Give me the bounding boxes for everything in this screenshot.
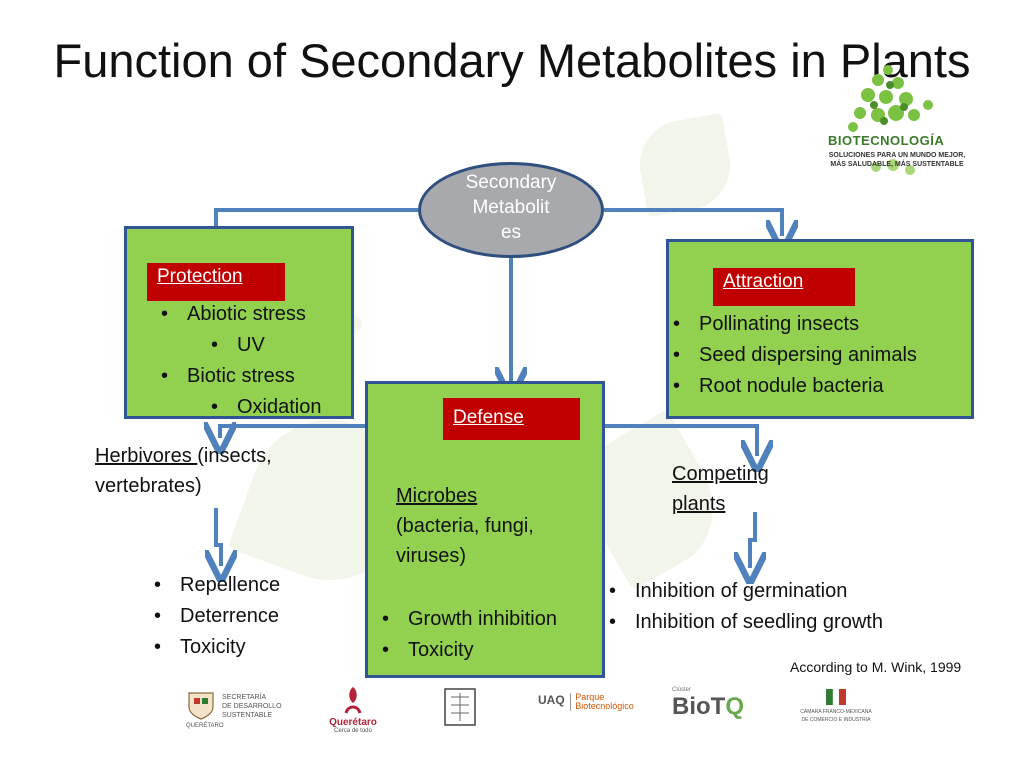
attraction-list: Pollinating insects Seed dispersing anim… bbox=[661, 309, 971, 402]
microbes-text: Microbes (bacteria, fungi, viruses) bbox=[396, 481, 596, 571]
secretaria-text: SECRETARÍA DE DESARROLLO SUSTENTABLE bbox=[222, 693, 292, 720]
competing-effects-list: Inhibition of germination Inhibition of … bbox=[597, 576, 957, 638]
citation: According to M. Wink, 1999 bbox=[790, 659, 961, 675]
herbivores-effects-list: Repellence Deterrence Toxicity bbox=[142, 570, 342, 663]
list-item: Deterrence bbox=[142, 601, 342, 632]
list-item: Toxicity bbox=[370, 635, 610, 666]
queretaro-shield-logo: QUERÉTARO bbox=[186, 691, 216, 733]
figure-icon bbox=[338, 685, 368, 715]
camara-franco-mexicana-logo: CÁMARA FRANCO-MEXICANA DE COMERCIO E IND… bbox=[796, 689, 876, 724]
flag-icon bbox=[826, 689, 846, 705]
arrow-herbivores-effects bbox=[216, 508, 221, 566]
list-item: Inhibition of germination bbox=[597, 576, 957, 607]
defense-label: Defense bbox=[443, 398, 580, 440]
list-item: Oxidation bbox=[149, 392, 354, 423]
queretaro-logo: Querétaro Cerca de todo bbox=[328, 685, 378, 734]
defense-list: Growth inhibition Toxicity bbox=[370, 604, 610, 666]
secondary-metabolites-node: Secondary Metabolit es bbox=[418, 162, 604, 258]
competing-plants-text: Competing plants bbox=[672, 459, 812, 519]
list-item: Root nodule bacteria bbox=[661, 371, 971, 402]
list-item: Pollinating insects bbox=[661, 309, 971, 340]
footer-logos: QUERÉTARO SECRETARÍA DE DESARROLLO SUSTE… bbox=[0, 683, 1024, 768]
list-item: Toxicity bbox=[142, 632, 342, 663]
list-item: Growth inhibition bbox=[370, 604, 610, 635]
biotq-cluster-logo: Clúster BioTQ bbox=[672, 687, 762, 721]
list-item: UV bbox=[149, 330, 354, 361]
shield-icon bbox=[186, 691, 216, 721]
attraction-label: Attraction bbox=[713, 268, 855, 306]
arrow-to-competing bbox=[580, 426, 757, 456]
list-item: Biotic stress bbox=[149, 361, 354, 392]
arrow-competing-effects bbox=[750, 512, 755, 568]
list-item: Seed dispersing animals bbox=[661, 340, 971, 371]
list-item: Inhibition of seedling growth bbox=[597, 607, 957, 638]
list-item: Repellence bbox=[142, 570, 342, 601]
crest-icon bbox=[443, 687, 477, 727]
university-crest-logo bbox=[443, 687, 477, 727]
protection-label: Protection bbox=[147, 263, 285, 301]
protection-list: Abiotic stress UV Biotic stress Oxidatio… bbox=[149, 299, 354, 423]
list-item: Abiotic stress bbox=[149, 299, 354, 330]
herbivores-text: Herbivores (insects, vertebrates) bbox=[95, 441, 320, 501]
arrow-to-attraction bbox=[604, 210, 782, 236]
uaq-parque-logo: UAQ Parque Biotecnológico bbox=[538, 693, 638, 711]
